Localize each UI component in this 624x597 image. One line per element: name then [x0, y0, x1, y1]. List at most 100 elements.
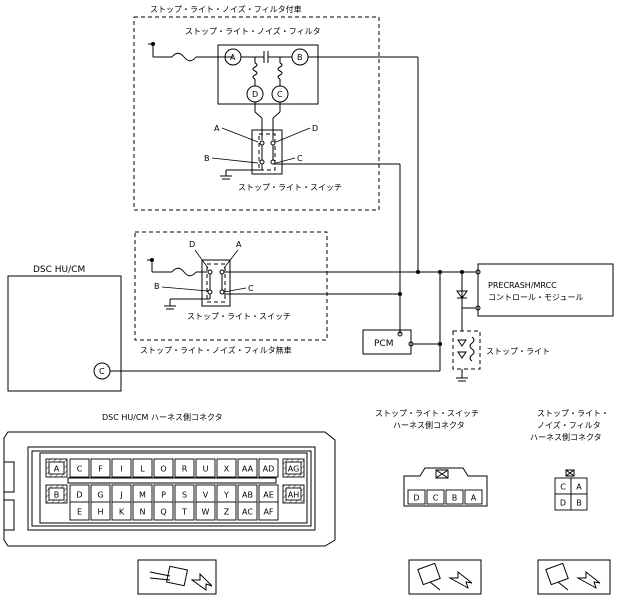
connector-pin-inner: [285, 461, 302, 475]
connector-pin-label: T: [181, 508, 187, 517]
connector-pin-label: P: [161, 491, 166, 500]
switch-connector-title-1: ストップ・ライト・スイッチ: [375, 409, 479, 418]
switch-connector-title-2: ハーネス側コネクタ: [393, 420, 465, 430]
connector-pin: [237, 501, 258, 521]
stop-light-switch-2: [201, 259, 231, 307]
connector-pin: [174, 458, 195, 478]
connector-pin-label: AF: [263, 508, 273, 517]
connector-pin: [445, 489, 464, 505]
connector-pin-label: K: [119, 508, 125, 517]
dsc-module-box: [7, 275, 122, 392]
connector-pin: [237, 458, 258, 478]
connector-pin-label: D: [76, 491, 82, 500]
connector-pin-label: R: [182, 465, 188, 474]
coil-icon: [277, 62, 283, 80]
connector-pin: [69, 501, 90, 521]
connector-pin-label: AC: [242, 508, 253, 517]
connector-pin: [570, 493, 588, 511]
arrow-icon: [576, 570, 601, 590]
connector-pin-label: V: [203, 491, 209, 500]
connector-pin: [111, 458, 132, 478]
lamp-icon: [457, 351, 467, 359]
diode-icon: [456, 290, 468, 299]
connector-pin: [90, 501, 111, 521]
connector-pin-label: A: [576, 483, 582, 492]
svg-text:D: D: [312, 124, 318, 133]
svg-text:D: D: [189, 240, 195, 249]
switch-harness-connector: [403, 467, 488, 507]
stop-switch-1-label: ストップ・ライト・スイッチ: [238, 183, 342, 192]
fuse-icon: [171, 267, 197, 277]
lamp-icon: [457, 339, 467, 347]
precrash-label-2: コントロール・モジュール: [488, 293, 583, 302]
arrow-icon: [448, 570, 473, 590]
connector-pin-label: Q: [160, 508, 166, 517]
svg-text:B: B: [297, 53, 303, 62]
filter-connector-pins: C A D B: [554, 477, 588, 511]
connector-pin-label: A: [54, 465, 60, 474]
pcm-label: PCM: [374, 339, 393, 349]
connector-pin: [90, 458, 111, 478]
noise-filter-box: [217, 44, 319, 105]
noise-filter-label: ストップ・ライト・ノイズ・フィルタ: [185, 26, 321, 36]
svg-text:A: A: [236, 240, 242, 249]
connector-pin-label: AB: [242, 491, 253, 500]
fuse-icon: [171, 52, 197, 62]
filter-not-equipped-section: D A B C ストップ・ライト・スイッチ: [134, 231, 440, 341]
connector-pin-inner: [48, 487, 65, 501]
connector-pin: [132, 501, 153, 521]
connector-pin-label: B: [452, 494, 458, 503]
connector-pin-inner: [285, 487, 302, 501]
stop-light-label: ストップ・ライト: [486, 347, 550, 356]
connector-pin-label: D: [413, 494, 419, 503]
connector-pin: [132, 458, 153, 478]
connector-pin-label: C: [77, 465, 83, 474]
connector-pin-label: B: [576, 499, 582, 508]
connector-pin-label: X: [224, 465, 230, 474]
precrash-label-1: PRECRASH/MRCC: [488, 281, 557, 290]
connector-pin-label: A: [471, 494, 477, 503]
connector-pin-label: U: [203, 465, 209, 474]
svg-text:C: C: [99, 367, 105, 376]
connector-pin-label: L: [140, 465, 145, 474]
connector-pin-label: D: [560, 499, 566, 508]
dsc-connector-illustration: [137, 559, 217, 595]
connector-pin-label: G: [97, 491, 103, 500]
resistor-icon: [469, 336, 475, 362]
connector-pin-label: I: [120, 465, 122, 474]
connector-pin-label: W: [202, 508, 210, 517]
connector-pin-label: AA: [242, 465, 254, 474]
connector-pin: [195, 458, 216, 478]
connector-pin-label: N: [140, 508, 146, 517]
connector-pin: [69, 458, 90, 478]
filter-connector-title-1: ストップ・ライト・: [537, 409, 609, 418]
filter-connector-illustration: [537, 559, 611, 595]
connector-pin-label: C: [560, 483, 566, 492]
connector-pin: [153, 458, 174, 478]
filter-harness-connector: [565, 469, 575, 477]
stop-light-switch-1: [251, 129, 283, 175]
connector-pin-label: AG: [288, 465, 300, 474]
svg-text:C: C: [248, 284, 254, 293]
svg-text:B: B: [204, 154, 210, 163]
connector-pin-label: M: [139, 491, 146, 500]
connector-pin-label: F: [98, 465, 103, 474]
connector-pin-label: H: [97, 508, 103, 517]
connector-pin: [464, 489, 483, 505]
svg-text:A: A: [214, 124, 220, 133]
svg-text:C: C: [277, 90, 283, 99]
connector-pin: [216, 458, 237, 478]
filter-not-equipped-title: ストップ・ライト・ノイズ・フィルタ無車: [140, 345, 292, 355]
filter-equipped-section: ストップ・ライト・ノイズ・フィルタ付車 ストップ・ライト・ノイズ・フィルタ A …: [133, 4, 380, 211]
precrash-module-box: [477, 263, 614, 317]
connector-pin-label: E: [77, 508, 82, 517]
connector-pin-label: O: [160, 465, 166, 474]
connector-pin-label: Y: [223, 491, 229, 500]
connector-pin: [111, 501, 132, 521]
arrow-icon: [190, 572, 213, 591]
connector-pin: [258, 458, 279, 478]
connector-pin: [153, 501, 174, 521]
connector-pin: [407, 489, 426, 505]
